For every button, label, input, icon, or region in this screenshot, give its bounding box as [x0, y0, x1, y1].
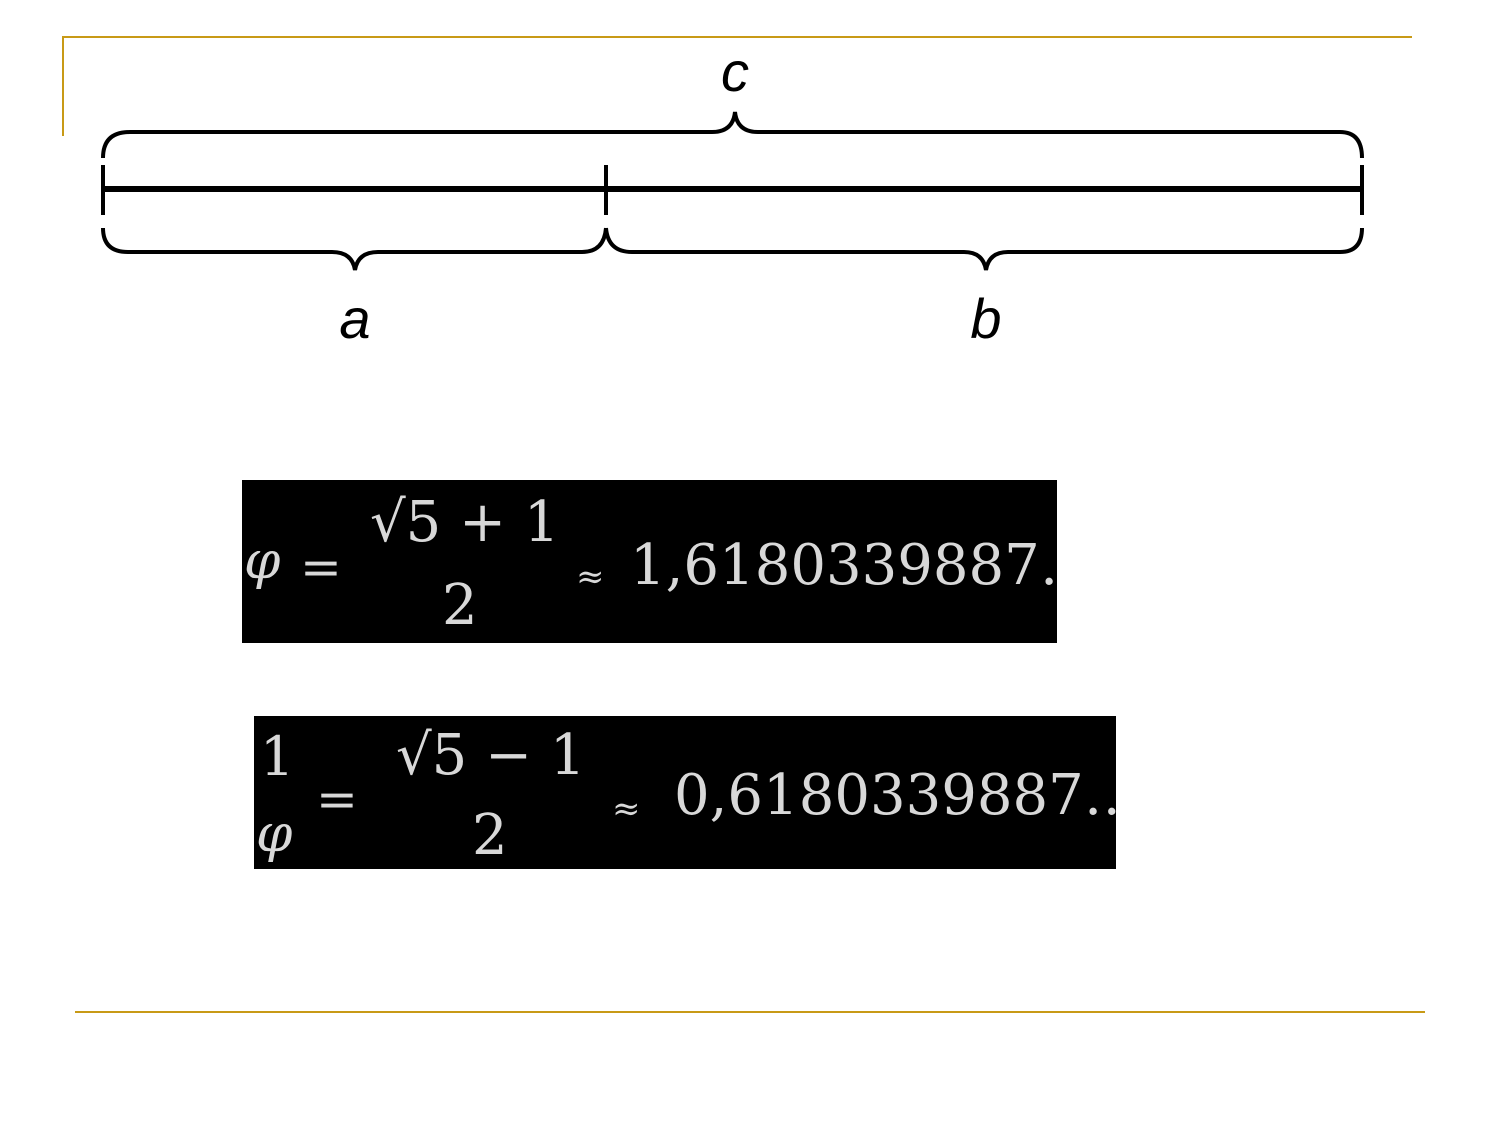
bottom-rule — [75, 1011, 1425, 1013]
top-rule — [62, 36, 1412, 38]
fraction-bar — [370, 566, 560, 568]
numerator: √5 + 1 — [370, 490, 560, 555]
approx-sign: ≈ — [612, 789, 641, 829]
fraction-bar — [396, 796, 596, 798]
denominator: 2 — [442, 573, 478, 638]
equals-sign: = — [316, 770, 358, 828]
lhs-denominator: φ — [256, 804, 293, 864]
label-part-b: b — [970, 287, 1001, 350]
approx-sign: ≈ — [576, 557, 605, 597]
lhs-fraction-bar — [258, 796, 296, 798]
golden-ratio-segment-diagram: c a b — [101, 40, 1364, 350]
phi-value: 1,6180339887… — [630, 533, 1057, 598]
brace-whole — [101, 111, 1364, 159]
brace-part-b — [604, 227, 1364, 271]
formula-phi: φ = √5 + 1 2 ≈ 1,6180339887… — [242, 480, 1057, 643]
label-part-a: a — [339, 287, 370, 350]
left-rule — [62, 36, 64, 136]
denominator: 2 — [472, 803, 508, 868]
lhs-numerator: 1 — [260, 725, 295, 788]
equals-sign: = — [300, 538, 342, 596]
phi-symbol: φ — [244, 531, 281, 591]
brace-part-a — [101, 227, 608, 271]
label-whole: c — [721, 40, 749, 103]
formula-inverse-phi: 1 φ = √5 − 1 2 ≈ 0,6180339887… — [254, 716, 1116, 869]
numerator: √5 − 1 — [396, 723, 586, 788]
inverse-phi-value: 0,6180339887… — [674, 763, 1116, 828]
